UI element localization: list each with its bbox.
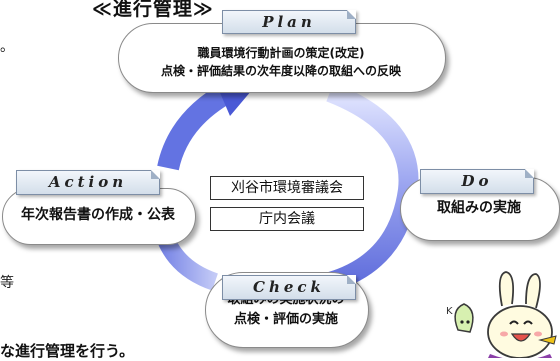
check-tag-label: Check [253,278,325,296]
plan-bubble [118,23,446,93]
plan-line2: 点検・評価結果の次年度以降の取組への反映 [160,64,401,78]
check-line2: 点検・評価の実施 [233,312,338,327]
mascot-illustration: K [446,271,557,358]
plan-line1: 職員環境行動計画の策定(改定) [197,46,365,60]
action-tag: Action [16,170,160,195]
rabbit-character-icon [487,271,557,358]
do-text: 取組みの実施 [437,200,521,216]
svg-text:K: K [446,306,453,317]
do-tag: Do [420,169,534,194]
council-box: 刈谷市環境審議会 [210,176,364,200]
do-tag-label: Do [461,172,493,190]
plan-tag-label: Plan [262,13,316,31]
internal-meeting-box: 庁内会議 [210,207,364,231]
action-text: 年次報告書の作成・公表 [21,207,175,223]
left-fragment: 。 [0,39,14,55]
check-tag: Check [222,275,356,300]
arrow-band-left [157,82,234,171]
action-bubble [2,188,196,245]
leaf-character-icon: K [446,303,474,333]
bottom-fragment: な進行管理を行う。 [0,342,135,360]
section-title: ≪進行管理≫ [92,0,214,20]
side-fragment: 等 [0,275,14,291]
plan-tag: Plan [222,10,356,34]
action-tag-label: Action [48,173,128,191]
